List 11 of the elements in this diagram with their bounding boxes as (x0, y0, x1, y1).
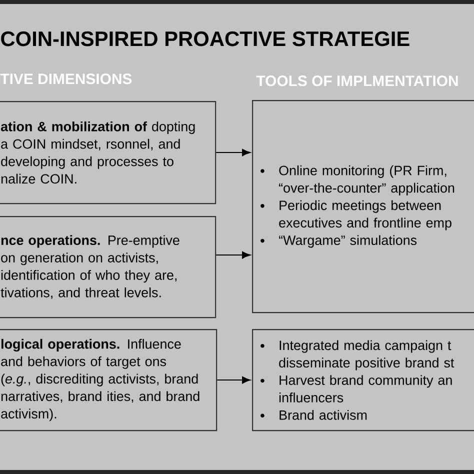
title: COIN-INSPIRED PROACTIVE STRATEGIE (1, 31, 410, 46)
column-heading: TIVE DIMENSIONS (0, 74, 132, 84)
arrow (216, 251, 251, 259)
arrow (216, 376, 251, 384)
strategy-box: ation & mobilization of dopting a COIN mindset, rsonnel, and developing and processes to nalize COIN. (0, 101, 216, 204)
tools-box: Integrated media campaign t disseminate positive brand st Harvest brand community an influencers Brand activism (252, 329, 474, 432)
column-heading: TOOLS OF IMPLMENTATION (256, 76, 458, 86)
arrow (216, 148, 251, 156)
tools-box: Online monitoring (PR Firm, “over-the-counter” application Periodic meetings between executives and frontline emp “Wargame” simulations (252, 100, 474, 314)
strategy-box: nce operations. Pre-emptive on generation on activists, identification of who they are, tivations, and threat levels. (0, 216, 216, 318)
strategy-box: logical operations. Influence and behaviors of target ons (e.g., discrediting activists, brand narratives, brand ities, and brand activism). (0, 329, 218, 432)
